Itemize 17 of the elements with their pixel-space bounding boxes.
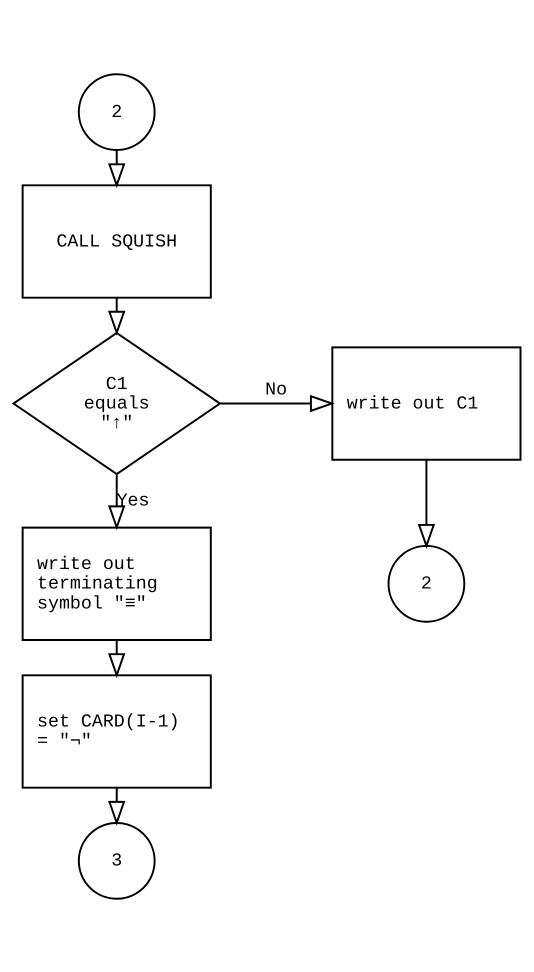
node-circle: 3	[78, 822, 156, 900]
arrow	[220, 394, 335, 412]
node-box: CALL SQUISH	[22, 184, 212, 298]
node-circle: 2	[388, 544, 466, 622]
edge-label: No	[265, 380, 288, 400]
arrow	[108, 474, 126, 530]
arrow	[418, 460, 436, 548]
arrow	[108, 640, 126, 678]
arrow	[108, 788, 126, 826]
node-box: set CARD(I-1) = "¬"	[22, 674, 212, 788]
arrow	[108, 298, 126, 336]
arrow	[108, 150, 126, 188]
node-box: write out C1	[331, 346, 522, 460]
node-circle: 2	[78, 72, 156, 150]
edge-label: Yes	[116, 491, 150, 512]
node-diamond: C1 equals "↑"	[12, 331, 222, 475]
node-box: write out terminating symbol "≡"	[22, 526, 212, 641]
